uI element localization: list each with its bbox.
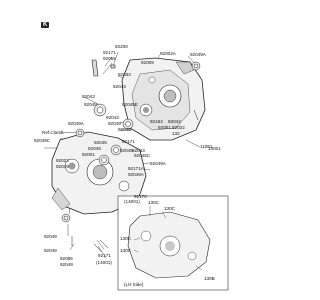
crankcase-right-half bbox=[121, 57, 206, 141]
part-label: 92045E bbox=[122, 102, 138, 107]
part-label: 92171 bbox=[98, 253, 111, 258]
part-label: 92043 bbox=[106, 115, 119, 120]
part-label: 11061 bbox=[200, 144, 213, 149]
part-label: 92049 bbox=[60, 262, 73, 267]
part-label: 92001 bbox=[158, 125, 171, 130]
part-label: 92085 bbox=[60, 256, 73, 261]
part-label: 92171 bbox=[103, 50, 116, 55]
brand-badge: K bbox=[41, 22, 50, 28]
breather-hose bbox=[91, 59, 116, 77]
part-label: 92049A bbox=[128, 172, 144, 177]
part-label: 92045 bbox=[94, 140, 107, 145]
part-label: Ref.Clutch bbox=[42, 130, 64, 135]
diagram-drawing bbox=[44, 51, 229, 291]
part-label: 14001 bbox=[208, 146, 221, 151]
part-label: 132 bbox=[172, 131, 180, 136]
part-label: 92001 bbox=[82, 152, 95, 157]
part-label: 92049C bbox=[34, 138, 51, 143]
bolts bbox=[71, 109, 199, 253]
part-label: 92022 bbox=[172, 125, 185, 130]
part-label: 92171A bbox=[128, 166, 144, 171]
part-label: 92045C bbox=[134, 153, 151, 158]
part-label: (14001) bbox=[96, 260, 112, 265]
part-label: 130C bbox=[148, 200, 159, 205]
bearings bbox=[61, 61, 201, 223]
parts-diagram: K 92200 92171 92055 92033 92043 92002A 9… bbox=[34, 22, 229, 291]
part-label: 92049 bbox=[84, 102, 97, 107]
part-label: 92049 bbox=[44, 234, 57, 239]
part-label: 92045 bbox=[118, 127, 131, 132]
inset-title: (14001) bbox=[124, 199, 140, 204]
part-label: 92049A bbox=[68, 121, 84, 126]
part-label: 130C bbox=[120, 236, 131, 241]
part-label: 92049 bbox=[44, 248, 57, 253]
part-label: 92154 bbox=[150, 119, 163, 124]
part-label: 92033 bbox=[118, 72, 131, 77]
part-label: 130C bbox=[164, 206, 175, 211]
inset-side-label: (LH Side) bbox=[124, 282, 144, 287]
part-label: 92049A bbox=[190, 52, 206, 57]
part-label: 92043 bbox=[113, 84, 126, 89]
crankcase-left-half bbox=[51, 131, 147, 215]
inset-diagram bbox=[117, 195, 229, 291]
part-label: 92043 bbox=[168, 119, 181, 124]
part-label: 92049 bbox=[108, 121, 121, 126]
part-label: 92009 bbox=[141, 60, 154, 65]
part-label: 130B bbox=[204, 276, 215, 281]
part-label: 92002A bbox=[160, 51, 176, 56]
part-label: 92022 bbox=[56, 158, 69, 163]
part-label: 92043 bbox=[82, 94, 95, 99]
part-label: 92049 bbox=[88, 146, 101, 151]
part-label: 92055 bbox=[103, 56, 116, 61]
part-label: 92200 bbox=[115, 44, 128, 49]
part-label: 92043 bbox=[132, 148, 145, 153]
part-label: 130C bbox=[120, 248, 131, 253]
part-label: 92049 bbox=[56, 164, 69, 169]
part-label: 92049A bbox=[150, 161, 166, 166]
part-label: 92045 bbox=[120, 148, 133, 153]
part-label: 92171 bbox=[122, 139, 135, 144]
part-label: 92170 bbox=[134, 194, 147, 199]
